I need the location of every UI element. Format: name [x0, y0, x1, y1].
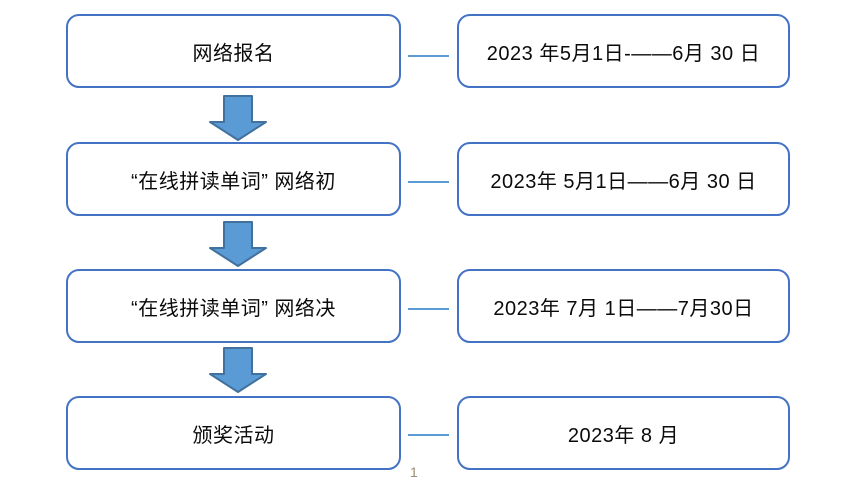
connector-line — [408, 434, 449, 436]
date-label: 2023年 7月 1日——7月30日 — [493, 297, 754, 320]
stage-label: 颁奖活动 — [192, 424, 275, 447]
connector-line — [408, 181, 449, 183]
date-box-preliminary: 2023年 5月1日——6月 30 日 — [457, 142, 790, 216]
down-arrow-icon — [209, 95, 267, 141]
stage-box-final: “在线拼读单词” 网络决 — [66, 269, 401, 343]
date-label: 2023年 8 月 — [567, 424, 680, 447]
connector-line — [408, 55, 449, 57]
date-box-final: 2023年 7月 1日——7月30日 — [457, 269, 790, 343]
stage-label: 网络报名 — [192, 42, 275, 65]
date-box-awards: 2023年 8 月 — [457, 396, 790, 470]
date-box-registration: 2023 年5月1日-——6月 30 日 — [457, 14, 790, 88]
date-label: 2023 年5月1日-——6月 30 日 — [486, 42, 761, 65]
page-number: 1 — [410, 464, 418, 480]
connector-line — [408, 308, 449, 310]
stage-box-awards: 颁奖活动 — [66, 396, 401, 470]
date-label: 2023年 5月1日——6月 30 日 — [490, 170, 757, 193]
down-arrow-icon — [209, 221, 267, 267]
stage-box-preliminary: “在线拼读单词” 网络初 — [66, 142, 401, 216]
stage-label: “在线拼读单词” 网络初 — [131, 170, 336, 193]
down-arrow-icon — [209, 347, 267, 393]
stage-label: “在线拼读单词” 网络决 — [131, 297, 336, 320]
stage-box-registration: 网络报名 — [66, 14, 401, 88]
